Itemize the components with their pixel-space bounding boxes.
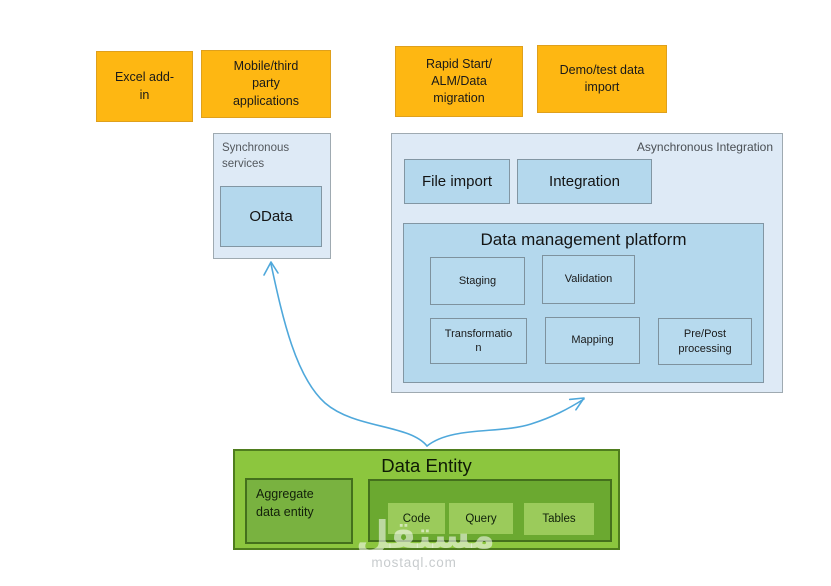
group-asynchronous-integration: Asynchronous Integration File import Int… [391, 133, 783, 393]
data-management-platform-title: Data management platform [480, 230, 687, 249]
watermark-site: mostaql.com [371, 555, 457, 570]
arrowhead-async [568, 397, 585, 411]
box-transformation: Transformatio n [430, 318, 527, 364]
group-data-entity: Data Entity Aggregate data entity Code Q… [233, 449, 620, 550]
group-data-management-platform: Data management platform Staging Validat… [403, 223, 764, 383]
group-synchronous-services: Synchronous services OData [213, 133, 331, 259]
chip-tables: Tables [524, 503, 594, 535]
synchronous-services-label: Synchronous services [222, 142, 290, 170]
box-pre-post-processing: Pre/Post processing [658, 318, 752, 365]
box-integration: Integration [517, 159, 652, 204]
box-demo-test-data-import: Demo/test data import [537, 45, 667, 113]
box-odata: OData [220, 186, 322, 247]
watermark-logo: مستقل [356, 513, 495, 557]
box-file-import: File import [404, 159, 510, 204]
chip-query: Query [449, 503, 513, 534]
chip-code: Code [388, 503, 445, 534]
arrowhead-odata [263, 261, 279, 276]
box-rapid-start-alm-data-migration: Rapid Start/ ALM/Data migration [395, 46, 523, 117]
data-entity-title: Data Entity [381, 455, 472, 476]
group-entity-implementations: Code Query Tables [368, 479, 612, 542]
box-mapping: Mapping [545, 317, 640, 364]
asynchronous-integration-label: Asynchronous Integration [636, 140, 773, 154]
box-staging: Staging [430, 257, 525, 305]
box-aggregate-data-entity: Aggregate data entity [245, 478, 353, 544]
arrow-entity-to-async [426, 398, 585, 447]
box-mobile-third-party-applications: Mobile/third party applications [201, 50, 331, 118]
box-excel-add-in: Excel add- in [96, 51, 193, 122]
box-validation: Validation [542, 255, 635, 304]
